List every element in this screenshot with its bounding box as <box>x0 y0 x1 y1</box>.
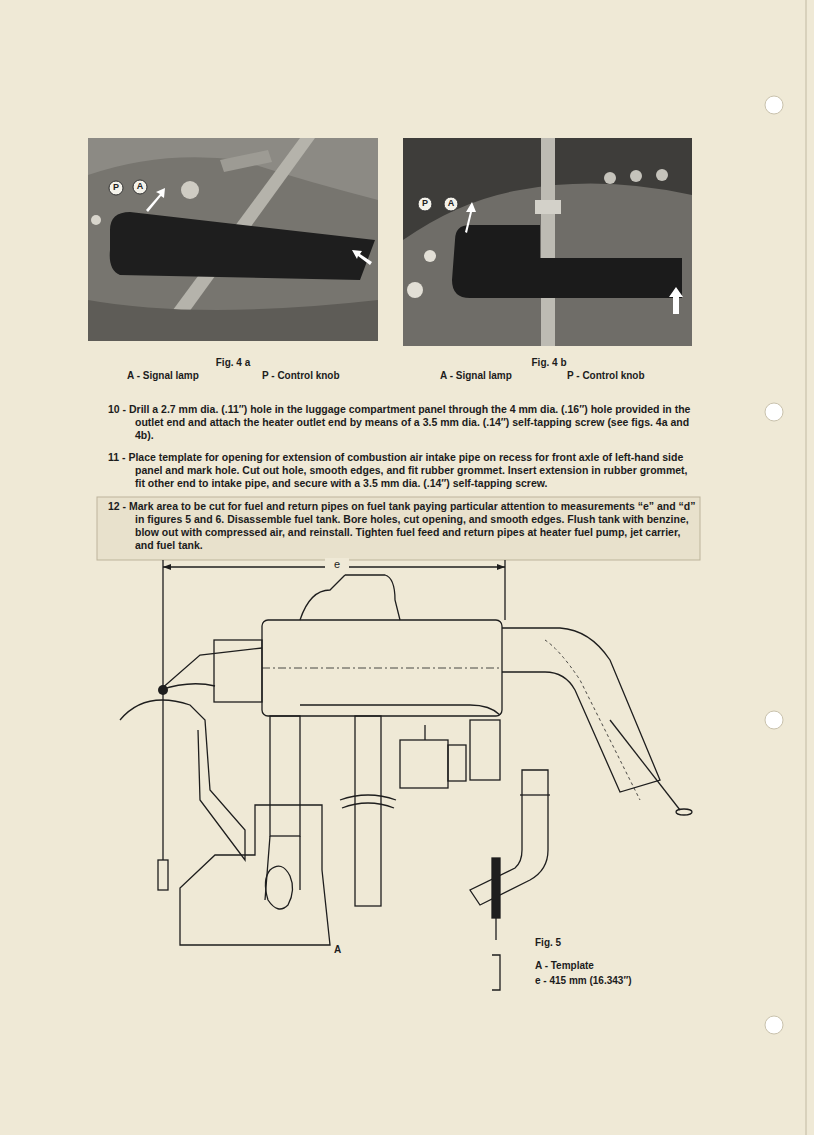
legend-entry: e - 415 mm (16.343″) <box>535 975 632 987</box>
instruction-step: 10 - Drill a 2.7 mm dia. (.11″) hole in … <box>108 403 696 442</box>
legend-entry: A - Template <box>535 960 594 972</box>
legend-entry: A - Signal lamp <box>127 370 199 382</box>
callout-letter: A <box>133 181 147 192</box>
legend-entry: P - Control knob <box>262 370 340 382</box>
figure-caption: Fig. 4 b <box>499 357 599 369</box>
dimension-label: e <box>325 558 349 571</box>
callout-letter: P <box>418 198 432 209</box>
figure-caption: Fig. 4 a <box>183 357 283 369</box>
legend-entry: A - Signal lamp <box>440 370 512 382</box>
instruction-step: 11 - Place template for opening for exte… <box>108 451 696 490</box>
instruction-step: 12 - Mark area to be cut for fuel and re… <box>108 500 696 552</box>
legend-entry: P - Control knob <box>567 370 645 382</box>
figure-caption: Fig. 5 <box>535 937 561 949</box>
callout-letter: A <box>444 198 458 209</box>
callout-letter: A <box>334 944 341 956</box>
callout-letter: P <box>109 182 123 193</box>
